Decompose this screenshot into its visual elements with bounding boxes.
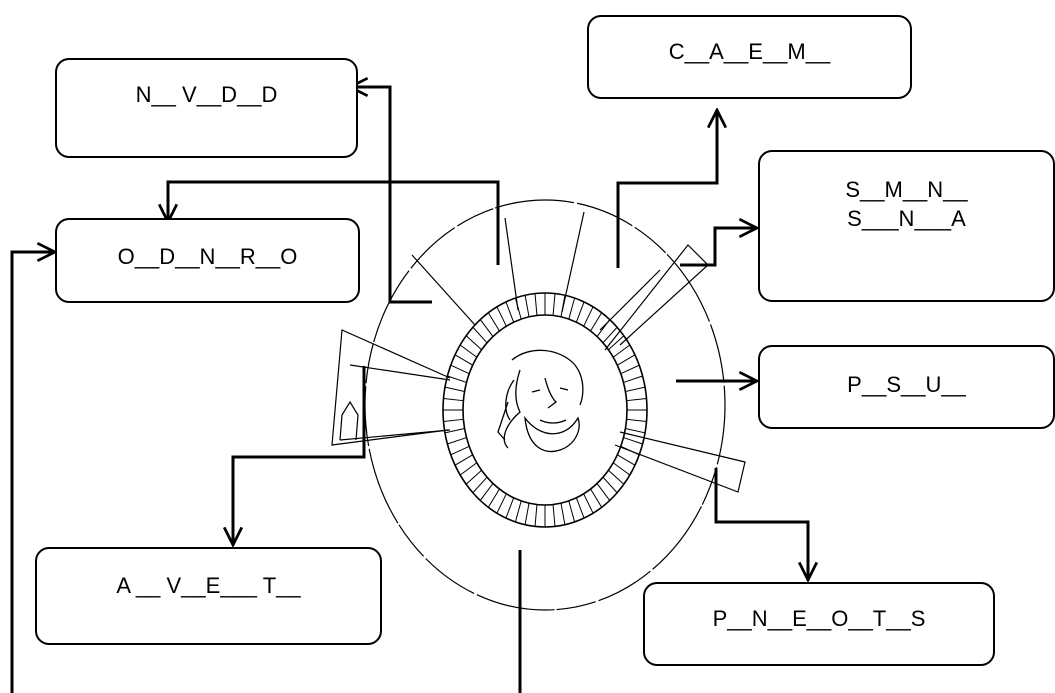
ring-tick <box>444 428 465 434</box>
box-caem: C__A__E__M__ <box>587 15 912 99</box>
ring-tick <box>608 469 625 485</box>
ring-tick <box>496 306 507 327</box>
box-odnro: O__D__N__R__O <box>55 218 360 303</box>
ring-tick <box>487 312 500 332</box>
ring-tick <box>590 312 603 332</box>
ring-tick <box>623 437 643 445</box>
box-psu: P__S__U__ <box>758 345 1055 429</box>
hatched-ring <box>442 292 648 528</box>
lower-right-flag <box>614 431 746 493</box>
arrow-to-pneots <box>714 468 808 580</box>
ring-tick <box>505 497 515 519</box>
pneots-label: P__N__E__O__T__S <box>712 606 926 631</box>
arrow-left-long <box>10 252 55 693</box>
ring-tick <box>568 500 576 523</box>
ring-tick <box>534 504 538 527</box>
outer-wheel <box>364 199 726 611</box>
ring-tick <box>454 354 473 366</box>
ring-tick <box>602 326 618 344</box>
avet-label: A __ V__E___ T__ <box>116 573 301 598</box>
sheikh-portrait-icon <box>497 349 584 453</box>
ring-tick <box>625 428 646 434</box>
ring-tick <box>620 364 640 375</box>
ring-tick <box>590 488 603 508</box>
ring-tick <box>443 398 464 402</box>
ring-tick <box>479 483 494 501</box>
nvdd-label: N__ V__D__D <box>135 82 278 107</box>
ring-tick <box>583 306 594 327</box>
ring-tick <box>505 301 515 323</box>
ring-tick <box>617 454 636 466</box>
ring-tick <box>560 295 566 317</box>
arrow-to-caem <box>616 110 717 268</box>
ring-tick <box>472 476 488 494</box>
ring-tick <box>465 335 482 351</box>
caem-label: C__A__E__M__ <box>668 39 831 64</box>
ring-tick <box>534 293 538 316</box>
connectors <box>10 87 808 693</box>
ring-tick <box>612 462 631 476</box>
ring-tick <box>608 335 625 351</box>
ring-tick <box>514 297 522 320</box>
ring-tick <box>514 500 522 523</box>
ring-tick <box>612 344 631 358</box>
ring-tick <box>617 354 636 366</box>
ring-tick <box>524 503 530 525</box>
ring-tick <box>626 418 647 422</box>
box-samsun: S__M__N__ S___N___A <box>758 150 1055 302</box>
ring-tick <box>496 493 507 514</box>
ring-tick <box>524 295 530 317</box>
ring-tick <box>465 469 482 485</box>
ring-tick <box>602 476 618 494</box>
arrow-to-avet <box>233 366 366 545</box>
samsun-label-line1: S__M__N__ <box>845 177 968 202</box>
ring-tick <box>568 297 576 320</box>
upper-right-flag <box>604 244 709 351</box>
ring-tick <box>596 319 611 337</box>
ring-tick <box>454 454 473 466</box>
ring-tick <box>447 375 467 383</box>
ring-tick <box>583 493 594 514</box>
odnro-label: O__D__N__R__O <box>117 244 298 269</box>
ring-tick <box>472 326 488 344</box>
ring-tick <box>575 301 585 323</box>
arrow-to-samsun <box>680 228 757 267</box>
ring-tick <box>596 483 611 501</box>
ring-tick <box>459 462 478 476</box>
ring-tick <box>620 445 640 456</box>
arrow-to-odnro <box>168 180 500 265</box>
ring-tick <box>487 488 500 508</box>
ring-tick <box>626 398 647 402</box>
ring-tick <box>552 504 556 527</box>
box-pneots: P__N__E__O__T__S <box>643 582 995 666</box>
ring-tick <box>552 293 556 316</box>
ring-tick <box>459 344 478 358</box>
ring-tick <box>479 319 494 337</box>
psu-label: P__S__U__ <box>847 372 966 397</box>
arrow-to-nvdd <box>350 87 432 304</box>
left-flag <box>331 329 451 446</box>
ring-tick <box>623 375 643 383</box>
ring-tick <box>443 418 464 422</box>
ring-tick <box>575 497 585 519</box>
ring-tick <box>450 445 470 456</box>
wheel-spokes <box>339 211 661 441</box>
ring-tick <box>444 386 465 392</box>
box-nvdd: N__ V__D__D <box>55 58 358 158</box>
ring-tick <box>625 386 646 392</box>
samsun-label-line2: S___N___A <box>847 206 966 231</box>
ring-tick <box>560 503 566 525</box>
ring-tick <box>450 364 470 375</box>
box-avet: A __ V__E___ T__ <box>35 547 382 645</box>
ring-tick <box>447 437 467 445</box>
